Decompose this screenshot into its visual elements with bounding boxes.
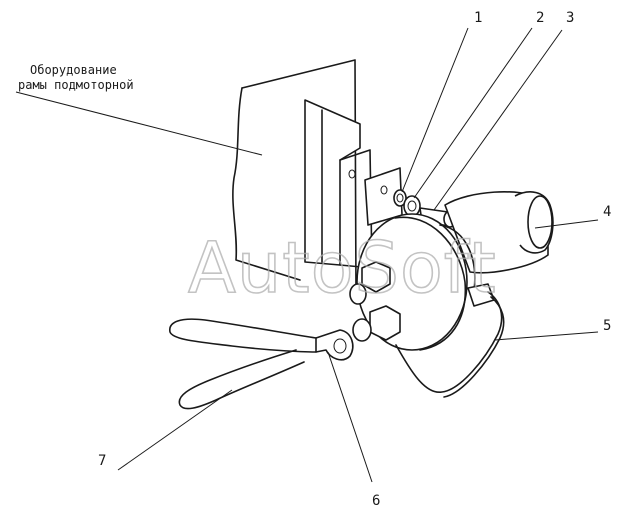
frame-wall: [232, 59, 357, 296]
cable: [169, 318, 317, 410]
wire-clip: [395, 283, 505, 398]
callout-7: 7: [98, 453, 106, 469]
mounting-bracket: [304, 99, 403, 269]
frame-label-line2: рамы подмоторной: [18, 78, 134, 92]
callout-6: 6: [372, 493, 380, 509]
callout-5: 5: [603, 318, 611, 334]
callout-4: 4: [603, 204, 611, 220]
terminal-nuts: [349, 261, 401, 342]
callout-2: 2: [536, 10, 544, 26]
nut-and-washer: [393, 189, 421, 217]
frame-label-line1: Оборудование: [30, 63, 117, 77]
leader-lines: [15, 27, 599, 483]
callout-1: 1: [474, 10, 482, 26]
unit-body: [356, 191, 554, 351]
cable-lug: [315, 329, 354, 361]
callout-3: 3: [566, 10, 574, 26]
watermark-text: AutoSoft: [188, 227, 497, 309]
